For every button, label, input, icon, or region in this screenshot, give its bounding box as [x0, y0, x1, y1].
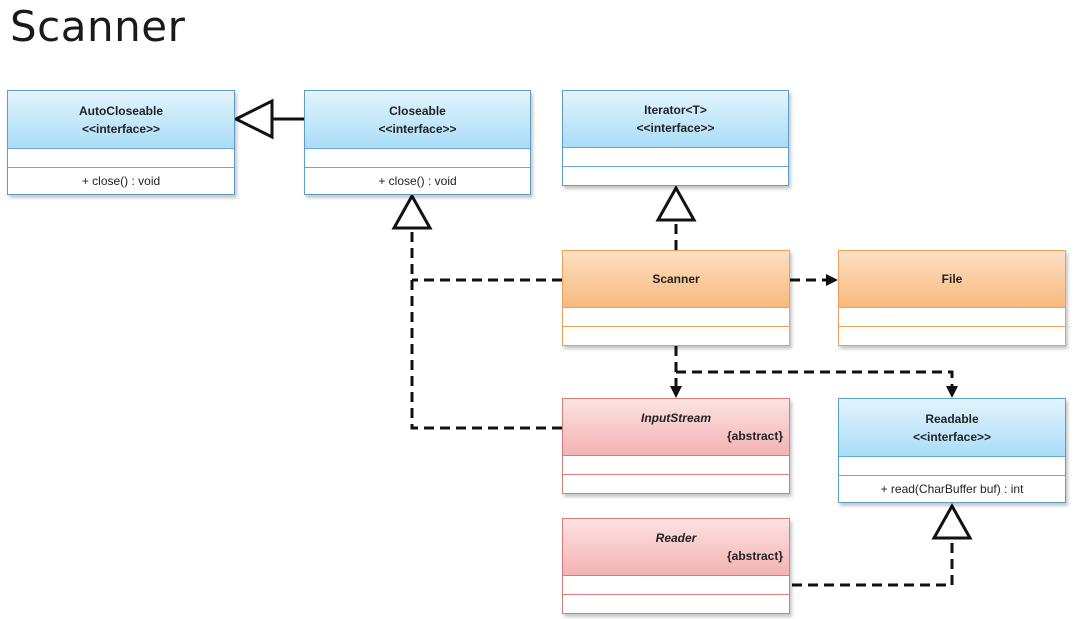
- class-file-header: File: [839, 251, 1065, 307]
- abstract-modifier: {abstract}: [726, 549, 783, 563]
- attributes-section: [305, 148, 530, 167]
- class-reader-header: Reader {abstract}: [563, 519, 789, 575]
- class-name: Closeable: [389, 103, 446, 118]
- attributes-section: [563, 455, 789, 474]
- class-autocloseable-header: AutoCloseable <<interface>>: [8, 91, 234, 148]
- operations-section: + close() : void: [8, 167, 234, 194]
- class-iterator: Iterator<T> <<interface>>: [562, 90, 789, 186]
- operations-section: [563, 474, 789, 493]
- inputstream-dependency-arrow: [670, 386, 682, 398]
- autocloseable-generalization-arrow: [232, 98, 274, 140]
- operations-section: [563, 166, 788, 185]
- class-name: InputStream: [640, 411, 711, 425]
- class-readable: Readable <<interface>> + read(CharBuffer…: [838, 398, 1066, 503]
- file-dependency-arrow: [826, 274, 838, 286]
- class-closeable: Closeable <<interface>> + close() : void: [304, 90, 531, 195]
- readable-dependency-arrow: [946, 386, 958, 398]
- attributes-section: [8, 148, 234, 167]
- class-file: File: [838, 250, 1066, 346]
- class-iterator-header: Iterator<T> <<interface>>: [563, 91, 788, 147]
- attributes-section: [563, 575, 789, 594]
- class-scanner-header: Scanner: [563, 251, 789, 307]
- class-scanner: Scanner: [562, 250, 790, 346]
- attributes-section: [563, 147, 788, 166]
- stereotype: <<interface>>: [912, 429, 992, 444]
- stereotype: <<interface>>: [378, 121, 457, 136]
- class-name: Iterator<T>: [644, 103, 707, 117]
- class-name: AutoCloseable: [78, 103, 163, 118]
- class-name: Readable: [925, 411, 979, 426]
- scanner-uses-readable-line: [676, 370, 954, 388]
- inputstream-implements-closeable-line: [410, 228, 562, 430]
- iterator-realization-arrow: [655, 184, 697, 222]
- class-name: File: [941, 272, 963, 286]
- page-title: Scanner: [10, 2, 186, 51]
- class-closeable-header: Closeable <<interface>>: [305, 91, 530, 148]
- operations-section: [563, 594, 789, 613]
- class-readable-header: Readable <<interface>>: [839, 399, 1065, 456]
- class-name: Reader: [655, 531, 697, 545]
- operations-section: + read(CharBuffer buf) : int: [839, 475, 1065, 502]
- attributes-section: [839, 456, 1065, 475]
- readable-realization-arrow: [931, 502, 973, 540]
- class-autocloseable: AutoCloseable <<interface>> + close() : …: [7, 90, 235, 195]
- stereotype: <<interface>>: [81, 121, 161, 136]
- reader-implements-readable-line: [792, 538, 954, 587]
- attributes-section: [839, 307, 1065, 326]
- attributes-section: [563, 307, 789, 326]
- class-name: Scanner: [652, 272, 700, 286]
- operations-section: + close() : void: [305, 167, 530, 194]
- operations-section: [839, 326, 1065, 345]
- class-inputstream: InputStream {abstract}: [562, 398, 790, 494]
- operations-section: [563, 326, 789, 345]
- abstract-modifier: {abstract}: [726, 429, 783, 443]
- class-inputstream-header: InputStream {abstract}: [563, 399, 789, 455]
- stereotype: <<interface>>: [636, 121, 715, 135]
- closeable-realization-arrow: [391, 192, 433, 230]
- class-reader: Reader {abstract}: [562, 518, 790, 614]
